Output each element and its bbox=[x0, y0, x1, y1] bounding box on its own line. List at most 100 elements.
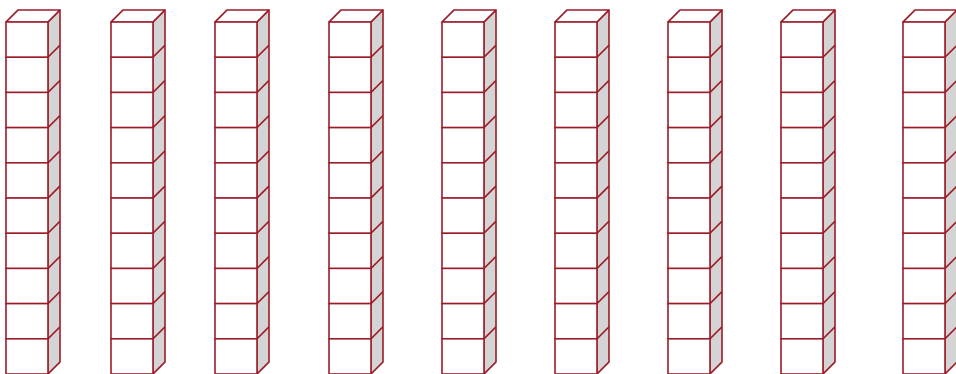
unit-cube bbox=[6, 339, 48, 374]
unit-cube bbox=[781, 22, 823, 57]
unit-cube bbox=[442, 163, 484, 198]
unit-cube bbox=[555, 198, 597, 233]
unit-cube bbox=[555, 268, 597, 303]
unit-cube bbox=[329, 339, 371, 374]
rod-6 bbox=[555, 10, 609, 374]
unit-cube bbox=[555, 22, 597, 57]
unit-cube bbox=[6, 92, 48, 127]
rod-7 bbox=[668, 10, 722, 374]
unit-cube bbox=[215, 22, 257, 57]
unit-cube bbox=[781, 339, 823, 374]
unit-cube bbox=[903, 233, 945, 268]
unit-cube bbox=[215, 339, 257, 374]
unit-cube bbox=[442, 233, 484, 268]
rod-9 bbox=[903, 10, 956, 374]
unit-cube bbox=[781, 233, 823, 268]
unit-cube bbox=[668, 22, 710, 57]
unit-cube bbox=[781, 198, 823, 233]
unit-cube bbox=[555, 57, 597, 92]
unit-cube bbox=[668, 57, 710, 92]
unit-cube bbox=[329, 128, 371, 163]
unit-cube bbox=[668, 304, 710, 339]
unit-cube bbox=[6, 128, 48, 163]
unit-cube bbox=[329, 163, 371, 198]
unit-cube bbox=[329, 304, 371, 339]
rod-2 bbox=[111, 10, 165, 374]
unit-cube bbox=[903, 22, 945, 57]
rod-1 bbox=[6, 10, 60, 374]
unit-cube bbox=[442, 198, 484, 233]
unit-cube bbox=[668, 339, 710, 374]
unit-cube bbox=[555, 304, 597, 339]
unit-cube bbox=[781, 92, 823, 127]
unit-cube bbox=[555, 233, 597, 268]
unit-cube bbox=[903, 163, 945, 198]
unit-cube bbox=[6, 304, 48, 339]
unit-cube bbox=[442, 22, 484, 57]
unit-cube bbox=[668, 128, 710, 163]
unit-cube bbox=[329, 92, 371, 127]
unit-cube bbox=[781, 268, 823, 303]
unit-cube bbox=[111, 268, 153, 303]
unit-cube bbox=[6, 57, 48, 92]
unit-cube bbox=[442, 57, 484, 92]
unit-cube bbox=[6, 233, 48, 268]
rod-8 bbox=[781, 10, 835, 374]
unit-cube bbox=[111, 128, 153, 163]
unit-cube bbox=[555, 128, 597, 163]
unit-cube bbox=[781, 57, 823, 92]
unit-cube bbox=[668, 233, 710, 268]
unit-cube bbox=[215, 57, 257, 92]
rod-3 bbox=[215, 10, 269, 374]
unit-cube bbox=[215, 92, 257, 127]
unit-cube bbox=[555, 92, 597, 127]
unit-cube bbox=[903, 57, 945, 92]
unit-cube bbox=[903, 128, 945, 163]
unit-cube bbox=[111, 304, 153, 339]
unit-cube bbox=[215, 163, 257, 198]
unit-cube bbox=[329, 233, 371, 268]
unit-cube bbox=[668, 198, 710, 233]
unit-cube bbox=[111, 57, 153, 92]
unit-cube bbox=[555, 339, 597, 374]
unit-cube bbox=[668, 268, 710, 303]
unit-cube bbox=[903, 92, 945, 127]
unit-cube bbox=[6, 22, 48, 57]
unit-cube bbox=[442, 128, 484, 163]
unit-cube bbox=[215, 233, 257, 268]
unit-cube bbox=[111, 163, 153, 198]
unit-cube bbox=[329, 198, 371, 233]
unit-cube bbox=[6, 198, 48, 233]
unit-cube bbox=[215, 304, 257, 339]
unit-cube bbox=[215, 198, 257, 233]
unit-cube bbox=[903, 268, 945, 303]
unit-cube bbox=[903, 198, 945, 233]
unit-cube bbox=[781, 128, 823, 163]
unit-cube bbox=[781, 163, 823, 198]
unit-cube bbox=[903, 339, 945, 374]
unit-cube bbox=[6, 268, 48, 303]
unit-cube bbox=[442, 92, 484, 127]
unit-cube bbox=[6, 163, 48, 198]
unit-cube bbox=[111, 339, 153, 374]
unit-cube bbox=[668, 92, 710, 127]
unit-cube bbox=[215, 268, 257, 303]
unit-cube bbox=[903, 304, 945, 339]
unit-cube bbox=[781, 304, 823, 339]
unit-cube bbox=[442, 339, 484, 374]
rod-5 bbox=[442, 10, 496, 374]
unit-cube bbox=[111, 233, 153, 268]
unit-cube bbox=[329, 22, 371, 57]
unit-cube bbox=[555, 163, 597, 198]
rod-4 bbox=[329, 10, 383, 374]
unit-cube bbox=[329, 268, 371, 303]
unit-cube bbox=[111, 22, 153, 57]
unit-cube bbox=[111, 198, 153, 233]
unit-cube bbox=[668, 163, 710, 198]
unit-cube bbox=[442, 268, 484, 303]
unit-cube bbox=[215, 128, 257, 163]
unit-cube bbox=[442, 304, 484, 339]
unit-cube bbox=[111, 92, 153, 127]
